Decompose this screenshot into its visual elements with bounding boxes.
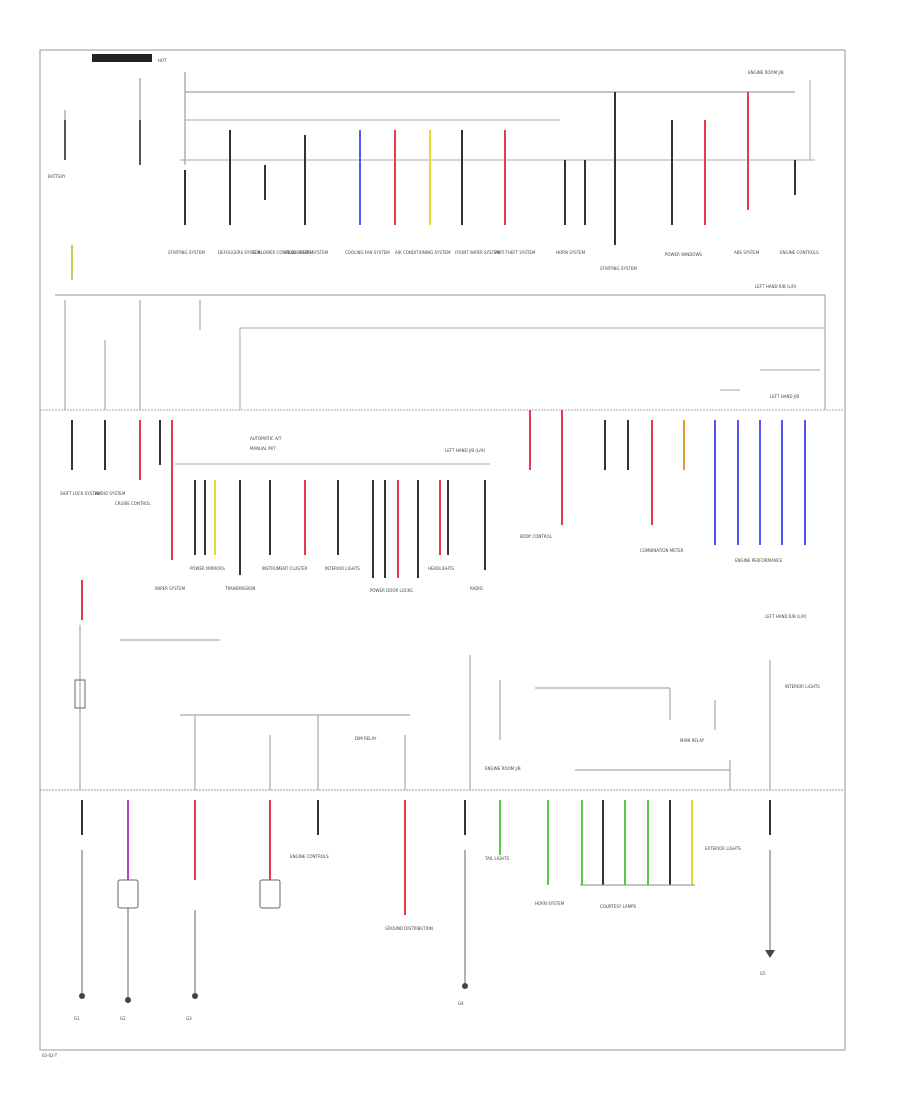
svg-text:POWER DOOR LOCKS: POWER DOOR LOCKS	[370, 588, 413, 593]
lower-junction-box	[40, 625, 845, 791]
middle-wires	[71, 410, 806, 578]
ground-labels: G1 G2 G3 G4 G5	[74, 971, 766, 1021]
svg-text:STARTING SYSTEM: STARTING SYSTEM	[168, 250, 205, 255]
svg-text:G4: G4	[458, 1001, 464, 1006]
svg-text:ENGINE CONTROLS: ENGINE CONTROLS	[780, 250, 819, 255]
svg-text:AUDIO SYSTEM: AUDIO SYSTEM	[95, 491, 126, 496]
svg-text:WIPER SYSTEM: WIPER SYSTEM	[155, 586, 186, 591]
lower-right-box-label: LEFT HAND R/B (L/R)	[765, 614, 807, 619]
upper-right-box-label: LEFT HAND R/B (L/R)	[755, 284, 797, 289]
svg-text:INTERIOR LIGHTS: INTERIOR LIGHTS	[325, 566, 360, 571]
svg-text:TAIL LIGHTS: TAIL LIGHTS	[484, 856, 510, 861]
middle-junction-box	[40, 294, 845, 411]
svg-text:INSTRUMENT CLUSTER: INSTRUMENT CLUSTER	[262, 566, 308, 571]
svg-text:ABS SYSTEM: ABS SYSTEM	[734, 250, 760, 255]
lower-components	[81, 850, 771, 1000]
svg-text:ANTI-THEFT SYSTEM: ANTI-THEFT SYSTEM	[495, 250, 536, 255]
svg-text:G5: G5	[760, 971, 766, 976]
diagram-border	[39, 49, 846, 1051]
footer-code: 03-02-T	[42, 1053, 58, 1058]
middle-system-labels: SHIFT LOCK SYSTEM AUDIO SYSTEM CRUISE CO…	[60, 491, 783, 593]
top-system-labels: STARTING SYSTEM DEFOGGERS SYSTEM EL BLOW…	[168, 250, 819, 271]
svg-text:ENGINE PERFORMANCE: ENGINE PERFORMANCE	[735, 558, 783, 563]
svg-text:SHIFT LOCK SYSTEM: SHIFT LOCK SYSTEM	[60, 491, 101, 496]
svg-text:AIR CONDITIONING SYSTEM: AIR CONDITIONING SYSTEM	[395, 250, 451, 255]
svg-text:COOLING FAN SYSTEM: COOLING FAN SYSTEM	[345, 250, 390, 255]
svg-text:AUTOMATIC A/T: AUTOMATIC A/T	[250, 436, 282, 441]
middle-right-box-label: LEFT HAND J/B (L/H)	[445, 448, 485, 453]
top-wires	[64, 92, 796, 280]
svg-text:EXTERIOR LIGHTS: EXTERIOR LIGHTS	[705, 846, 741, 851]
svg-text:COURTESY LAMPS: COURTESY LAMPS	[600, 904, 637, 909]
relay-label-main: MAIN RELAY	[680, 738, 705, 743]
svg-text:FRONT WIPER SYSTEM: FRONT WIPER SYSTEM	[455, 250, 501, 255]
ground-symbols	[79, 950, 775, 1003]
battery-label: BATTERY	[48, 174, 66, 179]
svg-text:G1: G1	[74, 1016, 80, 1021]
svg-text:HORN SYSTEM: HORN SYSTEM	[556, 250, 586, 255]
svg-text:POWER MIRRORS: POWER MIRRORS	[190, 566, 225, 571]
svg-text:COMBINATION METER: COMBINATION METER	[640, 548, 684, 553]
top-junction-box	[64, 72, 815, 165]
legend: AUTOMATIC A/T MANUAL M/T	[250, 436, 282, 451]
lower-wires	[81, 580, 771, 915]
svg-text:RADIO: RADIO	[470, 586, 483, 591]
svg-text:MANUAL M/T: MANUAL M/T	[250, 446, 276, 451]
svg-text:TRANSMISSION: TRANSMISSION	[224, 586, 255, 591]
svg-text:CRUISE CONTROL: CRUISE CONTROL	[115, 501, 151, 506]
svg-text:STARTING SYSTEM: STARTING SYSTEM	[600, 266, 637, 271]
svg-text:HORN SYSTEM: HORN SYSTEM	[535, 901, 565, 906]
svg-text:G2: G2	[120, 1016, 126, 1021]
relay-label-dim: DIM RELAY	[355, 736, 377, 741]
lower-fuse	[74, 679, 86, 709]
svg-text:INTERIOR LIGHTS: INTERIOR LIGHTS	[785, 684, 820, 689]
svg-text:GROUND DISTRIBUTION: GROUND DISTRIBUTION	[385, 926, 433, 931]
top-right-label: ENGINE ROOM J/B	[748, 70, 784, 75]
lower-system-labels: ENGINE CONTROLS GROUND DISTRIBUTION TAIL…	[290, 684, 820, 931]
relay-label-eng: ENGINE ROOM J/B	[485, 766, 521, 771]
svg-text:G3: G3	[186, 1016, 192, 1021]
svg-text:BODY CONTROL: BODY CONTROL	[520, 534, 553, 539]
svg-text:HEADLIGHTS SYSTEM: HEADLIGHTS SYSTEM	[285, 250, 329, 255]
svg-text:EL BLOWER CONTROL SYSTEM: EL BLOWER CONTROL SYSTEM	[252, 250, 314, 255]
relay-label-right: LEFT HAND J/B	[770, 394, 799, 399]
battery-header-bar	[92, 54, 152, 62]
svg-text:DEFOGGERS SYSTEM: DEFOGGERS SYSTEM	[218, 250, 261, 255]
hot-label: HOT	[158, 58, 167, 63]
svg-text:HEADLIGHTS: HEADLIGHTS	[428, 566, 454, 571]
svg-text:POWER WINDOWS: POWER WINDOWS	[665, 252, 702, 257]
svg-text:ENGINE CONTROLS: ENGINE CONTROLS	[290, 854, 329, 859]
